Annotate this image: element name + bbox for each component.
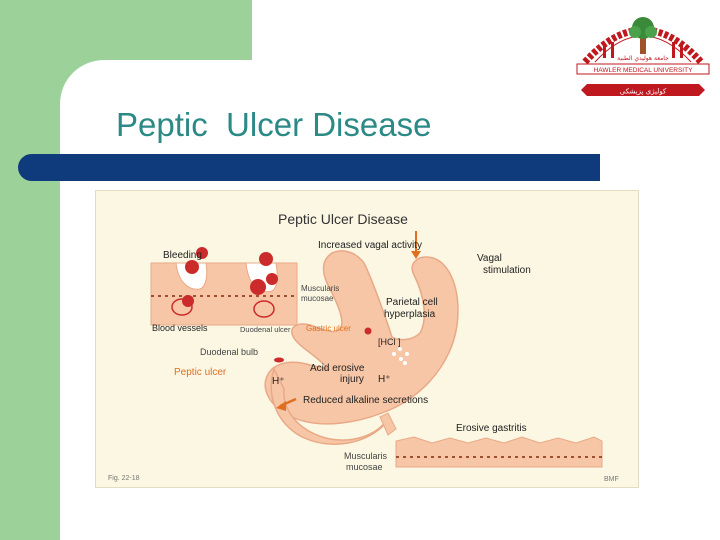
label-muscularis-2: Muscularis	[344, 451, 388, 461]
label-blood-vessels: Blood vessels	[152, 323, 208, 333]
logo-band-text: HAWLER MEDICAL UNIVERSITY	[594, 67, 694, 74]
peptic-ulcer-figure: Peptic Ulcer Disease Increased vagal act…	[95, 190, 639, 488]
slide-title: Peptic Ulcer Disease	[116, 106, 432, 143]
label-mucosae-1: mucosae	[301, 294, 334, 303]
label-hyperplasia: hyperplasia	[384, 309, 436, 320]
label-duodenal-ulcer: Duodenal ulcer	[240, 325, 291, 334]
figure-credit: BMF	[604, 476, 619, 483]
tree-icon	[629, 17, 657, 54]
esophagus-shape	[264, 250, 459, 425]
logo-arabic-text: جامعة هوليدي الطبية	[617, 55, 669, 62]
label-mucosae-2: mucosae	[346, 462, 383, 472]
seal-icon: جامعة هوليدي الطبية HAWLER MEDICAL UNIVE…	[576, 17, 710, 96]
label-acid-erosive: Acid erosive	[310, 363, 365, 374]
label-muscularis-1: Muscularis	[301, 284, 339, 293]
university-logo: جامعة هوليدي الطبية HAWLER MEDICAL UNIVE…	[573, 4, 713, 102]
gastric-ulcer-spot	[364, 327, 372, 335]
label-h-plus-left: H⁺	[272, 376, 285, 387]
label-stimulation: stimulation	[483, 265, 531, 276]
label-vagal: Vagal	[477, 253, 502, 264]
label-duodenal-bulb: Duodenal bulb	[200, 347, 258, 357]
label-reduced-alkaline: Reduced alkaline secretions	[303, 395, 428, 406]
label-injury: injury	[340, 374, 364, 385]
bleeding-spot	[185, 260, 199, 274]
figure-number: Fig. 22-18	[108, 475, 140, 482]
label-parietal: Parietal cell	[386, 297, 438, 308]
label-gastric-ulcer: Gastric ulcer	[306, 324, 351, 333]
figure-title: Peptic Ulcer Disease	[278, 211, 408, 227]
label-bleeding: Bleeding	[163, 250, 202, 261]
label-increased-vagal: Increased vagal activity	[318, 240, 422, 251]
label-peptic-ulcer: Peptic ulcer	[174, 367, 227, 378]
logo-ribbon-text: كوليژى پزيشكى	[620, 88, 667, 96]
label-erosive-gastritis: Erosive gastritis	[456, 423, 527, 434]
mucosa-block-right	[395, 436, 603, 468]
label-hcl: [HCl ]	[378, 337, 401, 347]
label-h-plus-right: H⁺	[378, 374, 391, 385]
title-underline-bar	[18, 154, 600, 181]
